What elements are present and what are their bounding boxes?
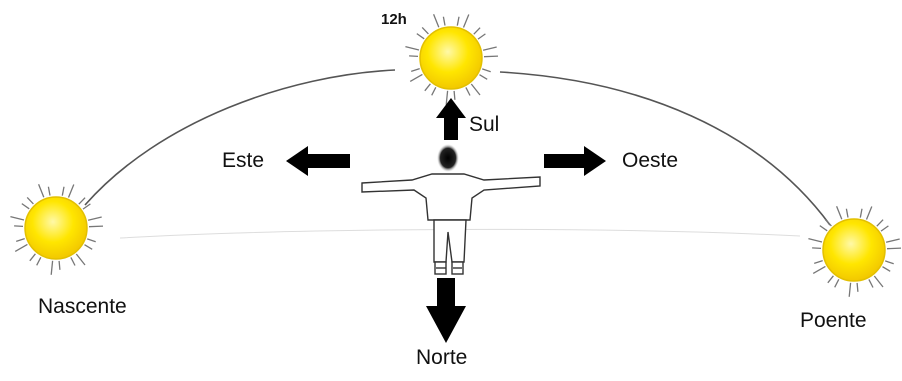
label-west: Oeste [622,149,679,172]
sun-ray [483,55,499,58]
sun-ray [61,186,65,196]
sun-ray [812,247,822,250]
sun-ray [424,83,431,92]
sun-ray [834,279,840,288]
sun-ray [10,215,25,221]
label-noon: 12h [381,11,407,28]
sun-ray [462,14,470,28]
sun-ray [29,253,36,262]
label-east: Este [222,149,265,172]
sun-ray [432,14,440,28]
sun-ray [36,257,42,266]
arrow-west-icon [544,146,606,176]
sun-ray [868,279,874,288]
sun-ray [477,33,486,40]
sun-icon [808,206,902,297]
sun-ray [848,282,852,297]
sun-ray [405,45,420,51]
sun-ray [473,27,481,35]
sun-ray [865,206,873,220]
sun-ray [824,218,832,227]
sun-ray [479,74,488,80]
sun-ray [58,260,61,270]
sun-ray [885,238,900,243]
sun-ray [445,90,449,105]
sun-ray [882,266,891,272]
sun-ray [70,257,76,266]
sun-ray [465,87,471,96]
sun-ray [75,253,86,266]
sun-ray [481,68,491,73]
sun-ray [884,260,894,265]
sun-ray [812,265,826,274]
sun-ray [21,203,30,210]
arrow-east-icon [286,146,350,176]
sun-ray [409,73,423,82]
sun-ray [873,275,884,288]
sun-icon [10,184,104,275]
sun-ray [876,219,884,227]
sun-ray [886,247,902,250]
sun-ray [845,208,849,218]
sun-ray [82,203,91,210]
sun-ray [880,225,889,232]
sun-ray [827,275,834,284]
sun-disc [822,218,886,282]
sun-ray [416,33,425,40]
sun-ray [453,90,456,100]
sun-ray [410,67,420,73]
sun-ray [86,238,96,243]
sun-ray [84,244,93,250]
sun-disc [24,196,88,260]
sun-ray [15,237,25,243]
sun-ray [431,87,437,96]
sun-ray [47,186,51,196]
sun-ray [87,216,102,221]
label-sunrise: Nascente [38,295,127,318]
sun-ray [482,46,497,51]
sun-ray [14,243,28,252]
sun-disc [419,26,483,90]
person-icon [361,144,541,275]
sun-ray [442,16,446,26]
sun-ray [88,225,104,228]
sun-ray [14,225,24,228]
sun-ray [835,206,843,220]
sun-path-arc [84,69,831,226]
label-south: Sul [469,113,500,136]
sun-ray [808,237,823,243]
arrow-north-icon [426,278,466,343]
sun-icon [405,14,499,105]
sun-ray [26,196,34,205]
sun-ray [409,55,419,58]
arrow-south-icon [436,98,466,140]
sun-ray [78,197,86,205]
sun-ray [50,260,54,275]
sun-ray [421,26,429,35]
sun-ray [859,208,863,218]
sun-ray [456,16,460,26]
label-north: Norte [416,346,468,369]
sun-ray [470,83,481,96]
sun-ray [37,184,45,198]
label-sunset: Poente [800,309,867,332]
sun-ray [819,225,828,232]
sun-ray [813,259,823,265]
sun-ray [856,282,859,292]
sun-ray [67,184,75,198]
